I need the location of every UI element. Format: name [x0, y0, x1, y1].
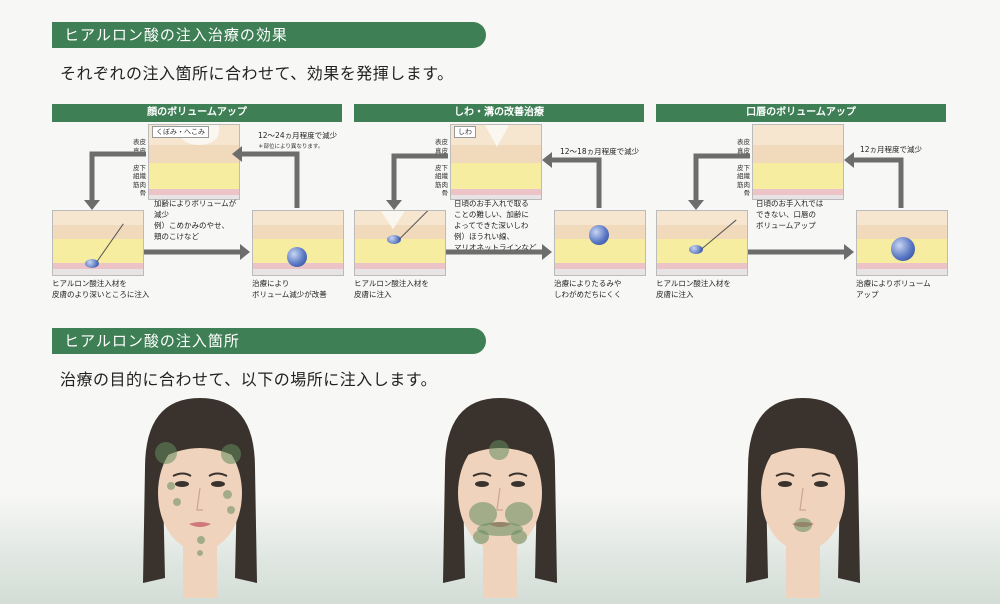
injection-site-dot [511, 530, 527, 544]
skin-diagram-after [554, 210, 646, 276]
injection-site-dot [489, 440, 509, 460]
injection-site-dot [197, 536, 205, 544]
layer-labels: 表皮真皮 皮下組織筋肉骨 [435, 138, 448, 197]
description: 加齢によりボリュームが減少 例）こめかみのやせ、頬のこけなど [154, 199, 237, 241]
section-title: ヒアルロン酸の注入箇所 [64, 332, 240, 350]
injection-site-dot [473, 530, 489, 544]
caption-injection: ヒアルロン酸注入材を皮膚に注入 [656, 279, 731, 299]
caption-result: 治療によりボリューム減少が改善 [252, 279, 327, 299]
tag-label: くぼみ・へこみ [152, 126, 209, 138]
injection-site-dot [173, 498, 181, 506]
flow-arrows [386, 152, 602, 260]
section-subtitle: それぞれの注入箇所に合わせて、効果を発揮します。 [60, 64, 454, 83]
flow-arrows [84, 146, 300, 260]
section-header-effects: ヒアルロン酸の注入治療の効果 [52, 22, 486, 48]
injection-site-dot [794, 518, 812, 532]
section-title: ヒアルロン酸の注入治療の効果 [64, 26, 288, 44]
panel-title: しわ・溝の改善治療 [354, 104, 644, 122]
section-header-injection-sites: ヒアルロン酸の注入箇所 [52, 328, 486, 354]
caption-result: 治療によりたるみやしわがめだちにくく [554, 279, 622, 299]
injection-site-dot [155, 442, 177, 464]
panel-face-volume: 顔のボリュームアップ くぼみ・へこみ 表皮真皮 皮下組織筋肉骨 12〜24ヵ月程… [52, 104, 344, 304]
layer-labels: 表皮真皮 皮下組織筋肉骨 [737, 138, 750, 197]
skin-diagram-after [252, 210, 344, 276]
injection-site-dot [197, 550, 203, 556]
panel-lip-volume: 口唇のボリュームアップ 表皮真皮 皮下組織筋肉骨 12ヵ月程度で減少 日頃のお手… [656, 104, 948, 304]
face-illustration-volume [125, 398, 275, 598]
period-text: 12〜24ヵ月程度で減少 [258, 131, 338, 140]
layer-labels: 表皮真皮 皮下組織筋肉骨 [133, 138, 146, 197]
description: 日頃のお手入れではできない、口唇の ボリュームアップ [756, 199, 824, 230]
injection-site-dot [223, 490, 232, 499]
panel-wrinkle-treatment: しわ・溝の改善治療 しわ 表皮真皮 皮下組織筋肉骨 12〜18ヵ月程度で減少 日… [354, 104, 646, 304]
period-text: 12ヵ月程度で減少 [860, 145, 923, 154]
tag-label: しわ [454, 126, 476, 138]
panel-title: 口唇のボリュームアップ [656, 104, 946, 122]
period-text: 12〜18ヵ月程度で減少 [560, 147, 640, 156]
skin-diagram-injection [656, 210, 748, 276]
caption-result: 治療によりボリュームアップ [856, 279, 931, 299]
caption-injection: ヒアルロン酸注入材を皮膚のより深いところに注入 [52, 279, 150, 299]
skin-diagram-injection [52, 210, 144, 276]
flow-arrows [688, 152, 904, 260]
description: 日頃のお手入れで取ることの難しい、加齢に よってできた深いしわ例）ほうれい線、 … [454, 199, 537, 252]
face-illustration-wrinkles [425, 398, 575, 598]
skin-diagram-injection [354, 210, 446, 276]
section-subtitle: 治療の目的に合わせて、以下の場所に注入します。 [60, 370, 438, 389]
panel-title: 顔のボリュームアップ [52, 104, 342, 122]
injection-site-dot [221, 444, 241, 464]
injection-site-dot [227, 506, 235, 514]
period-note: ＊部位により異なります。 [258, 144, 324, 150]
caption-injection: ヒアルロン酸注入材を皮膚に注入 [354, 279, 429, 299]
face-illustration-lips [728, 398, 878, 598]
skin-diagram-after [856, 210, 948, 276]
injection-site-dot [167, 482, 175, 490]
skin-diagram-before [752, 124, 844, 200]
